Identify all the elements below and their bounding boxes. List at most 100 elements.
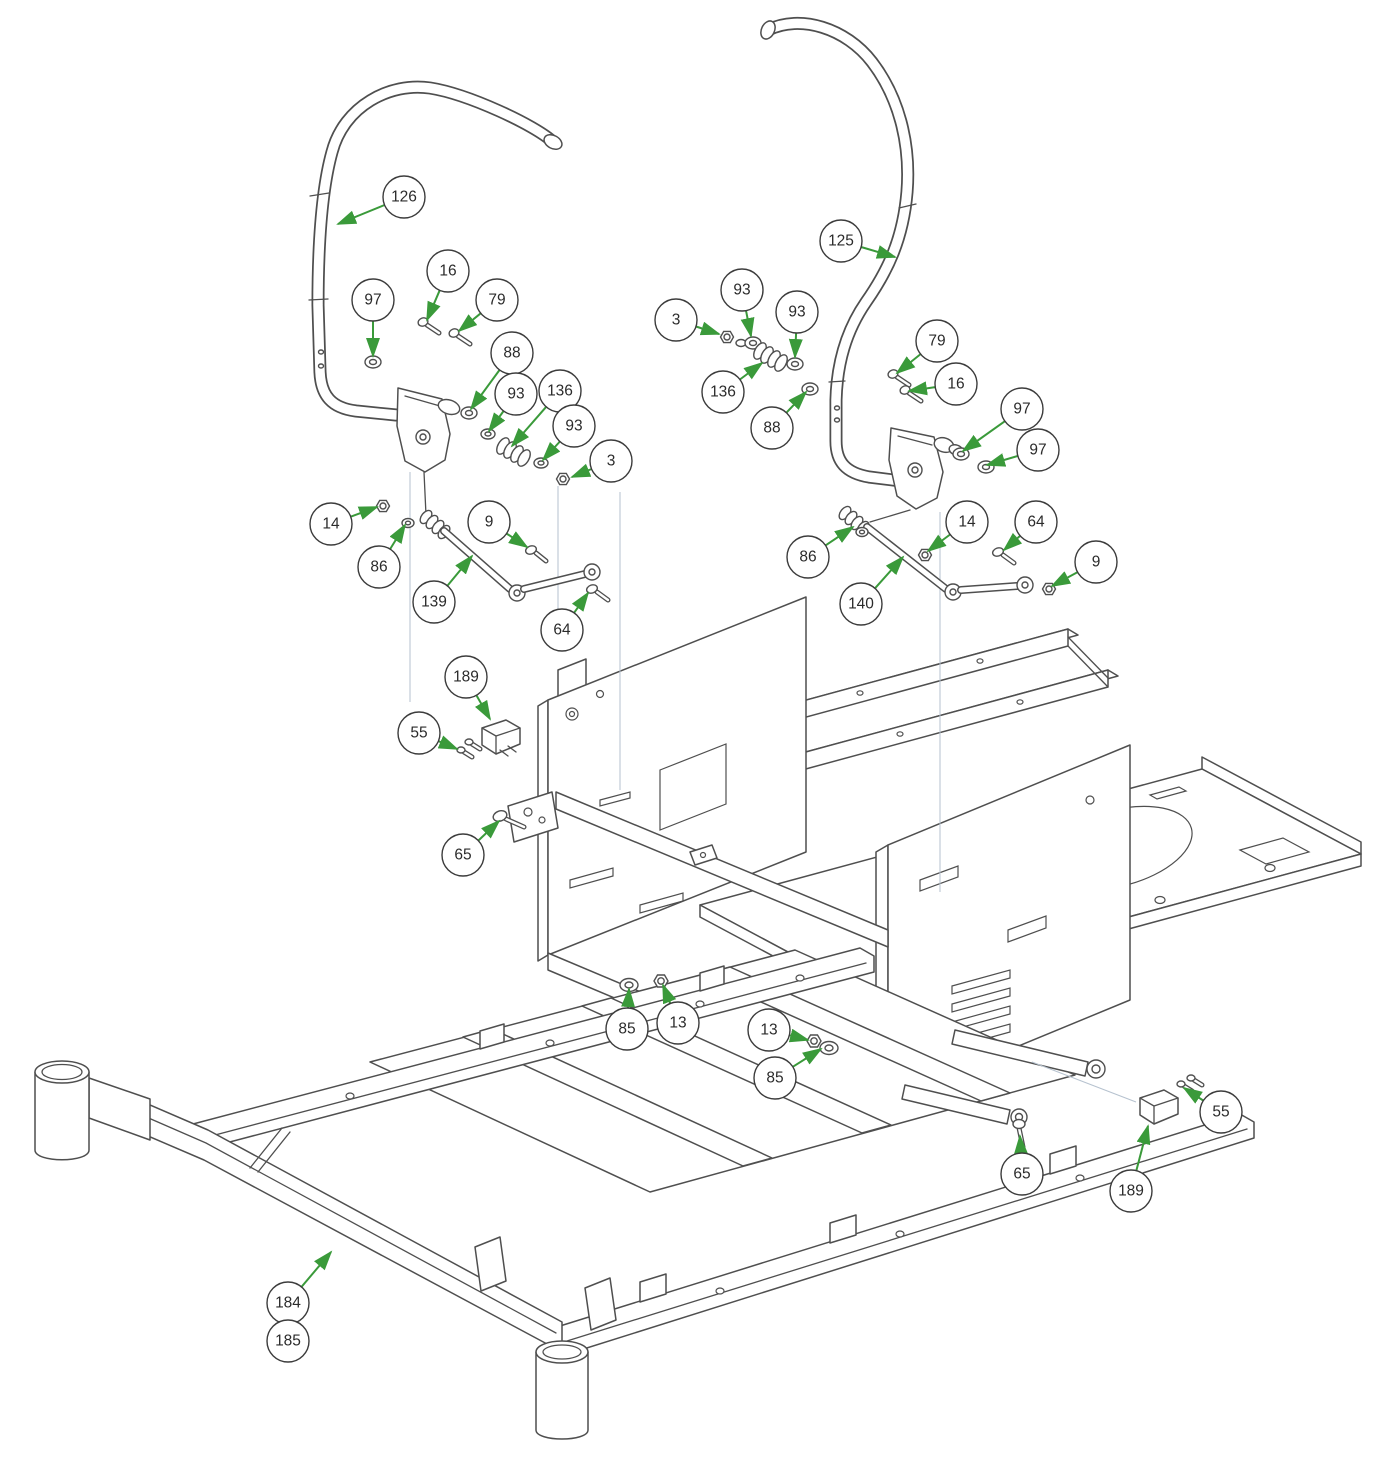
callout-arrow-16 <box>907 381 936 396</box>
callout-arrow-79 <box>895 353 922 375</box>
lever-assembly-left <box>364 317 611 603</box>
frame-link-arms <box>901 1029 1106 1126</box>
callout-arrow-140 <box>874 555 905 589</box>
nut-13-right <box>806 1034 822 1048</box>
callout-arrow-55 <box>1182 1086 1204 1104</box>
nut-14-left <box>375 499 391 513</box>
callout-balloon-93: 93 <box>494 372 538 416</box>
callout-arrow-85 <box>621 987 636 1009</box>
bolt-65-right <box>1012 1118 1026 1150</box>
callout-label: 93 <box>507 386 524 403</box>
switch-bracket-right <box>1139 1074 1205 1125</box>
callout-label: 16 <box>947 376 964 393</box>
callout-balloon-88: 88 <box>490 331 534 375</box>
caster-tube-left <box>34 1060 90 1161</box>
callout-label: 189 <box>453 669 479 686</box>
callout-arrow-79 <box>457 312 482 333</box>
callout-label: 184 <box>275 1295 301 1312</box>
front-bumper-assembly <box>34 1060 617 1440</box>
callout-balloon-97: 97 <box>351 278 395 322</box>
callout-balloon-136: 136 <box>538 369 582 413</box>
callout-arrow-16 <box>426 289 441 322</box>
grip-end-cap <box>760 20 776 40</box>
callout-balloon-64: 64 <box>1014 500 1058 544</box>
callout-balloon-189: 189 <box>444 655 488 699</box>
screw-55-left <box>456 738 483 760</box>
washer-97-left <box>364 355 382 369</box>
callout-balloon-140: 140 <box>839 582 883 626</box>
callout-label: 79 <box>488 292 505 309</box>
callout-arrow-139 <box>446 554 474 587</box>
nut-14-right <box>917 548 933 562</box>
bolt-64-left <box>585 584 611 603</box>
callout-arrow-9 <box>1050 571 1079 587</box>
callout-arrow-14 <box>926 533 951 553</box>
callout-arrow-93 <box>740 310 755 338</box>
callout-arrow-65 <box>1013 1134 1028 1155</box>
callout-balloon-64: 64 <box>540 608 584 652</box>
center-cross-beam <box>555 791 889 948</box>
callout-balloon-65: 65 <box>1000 1152 1044 1196</box>
callout-balloon-16: 16 <box>934 362 978 406</box>
callout-label: 88 <box>763 420 780 437</box>
callout-label: 125 <box>828 233 854 250</box>
callout-arrow-9 <box>505 531 529 549</box>
linkage-rod-140 <box>838 505 1034 601</box>
callout-label: 97 <box>364 292 381 309</box>
callout-arrow-88 <box>785 390 808 414</box>
callout-arrow-13 <box>662 983 677 1005</box>
callout-arrow-88 <box>469 369 501 411</box>
callout-balloon-3: 3 <box>654 298 698 342</box>
callout-balloon-184: 184 <box>266 1281 310 1325</box>
switch-bracket-left <box>456 719 521 760</box>
lever-assembly-right <box>719 330 1057 601</box>
callout-label: 13 <box>669 1015 686 1032</box>
spring-136-left <box>496 437 531 467</box>
washer-93-left-b <box>533 457 549 469</box>
nut-3-right <box>719 330 747 348</box>
handlebar-right <box>760 16 917 488</box>
washer-97-right-a <box>952 447 970 461</box>
callout-balloon-9: 9 <box>467 500 511 544</box>
callout-balloon-185: 185 <box>266 1319 310 1363</box>
bolt-65-left <box>492 810 527 830</box>
caster-tube-right <box>535 1340 589 1440</box>
callout-label: 9 <box>1092 554 1101 571</box>
callout-arrow-136 <box>510 406 547 448</box>
callout-arrow-184 <box>300 1250 333 1288</box>
callout-label: 13 <box>760 1022 777 1039</box>
callout-balloon-93: 93 <box>552 404 596 448</box>
callout-label: 9 <box>485 514 494 531</box>
callout-arrow-189 <box>1135 1124 1151 1171</box>
callout-label: 86 <box>799 549 816 566</box>
callout-label: 85 <box>618 1021 635 1038</box>
washer-93-left-a <box>480 428 496 440</box>
spring-136-right <box>753 342 788 372</box>
grip-end-cap <box>543 133 563 151</box>
callout-arrow-93 <box>487 410 506 433</box>
callout-label: 93 <box>565 418 582 435</box>
callout-balloon-93: 93 <box>720 268 764 312</box>
callout-balloon-3: 3 <box>589 439 633 483</box>
callout-balloon-139: 139 <box>412 580 456 624</box>
callout-label: 64 <box>1027 514 1045 531</box>
callout-arrow-64 <box>571 591 590 614</box>
handlebar-left <box>308 80 563 422</box>
bolt-79-left <box>448 328 473 347</box>
screw-55-right <box>1176 1074 1205 1094</box>
nut-13-left <box>653 974 669 988</box>
linkage-rod-139 <box>419 509 601 602</box>
washer-86-right <box>855 526 869 538</box>
callout-balloon-13: 13 <box>656 1001 700 1045</box>
callout-label: 16 <box>439 263 456 280</box>
bolt-9-left <box>524 545 549 564</box>
callout-balloon-126: 126 <box>382 175 426 219</box>
callout-arrow-86 <box>824 525 855 547</box>
callout-balloon-85: 85 <box>753 1056 797 1100</box>
callout-arrow-64 <box>1002 532 1023 552</box>
callout-label: 97 <box>1013 401 1030 418</box>
callout-balloon-136: 136 <box>701 370 745 414</box>
callout-label: 55 <box>1212 1104 1229 1121</box>
